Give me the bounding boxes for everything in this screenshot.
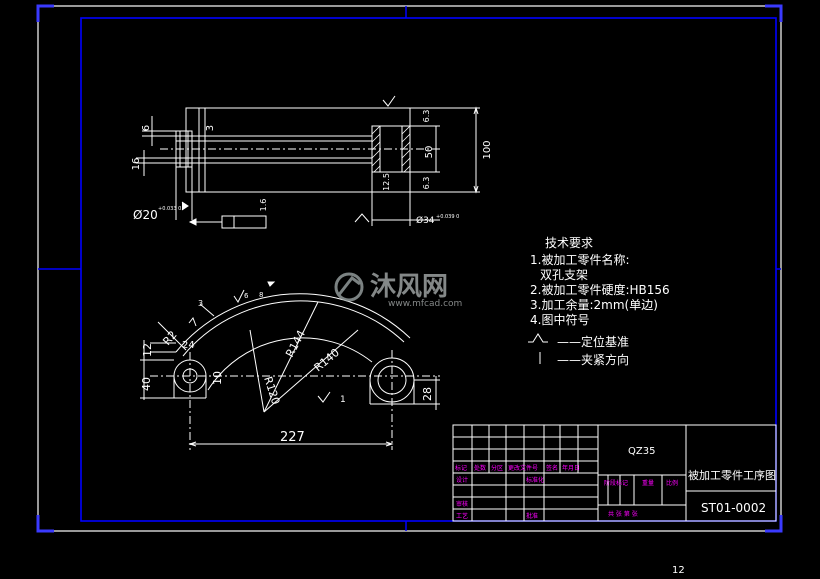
dim-100: 100 [482,140,493,159]
dim-1-6: 1.6 [259,199,268,212]
dim-tol34: +0.039 0 [436,214,459,220]
tech-item-3: 3.加工余量:2mm(单边) [530,297,658,312]
dim-6-3-bottom: 6.3 [422,177,431,190]
hdr-mark: 标记 [455,464,467,472]
dim-227: 227 [280,430,305,445]
watermark-brand: 沐风网 [370,272,448,302]
page-number: 12 [672,565,685,576]
dim-24: 24 [182,340,195,351]
side-view [136,95,480,229]
row-std: 标准化 [526,476,544,484]
dim-6: 6 [141,125,152,131]
scale: 比例 [666,479,678,487]
hdr-change: 更改文件号 [508,464,538,472]
watermark: 沐风网 www.mfcad.com [334,272,462,309]
dim-tol20: +0.033 0 [158,206,181,212]
locate-symbol [528,333,548,343]
tech-item-1: 1.被加工零件名称: [530,252,630,267]
sheets: 共 张 第 张 [608,510,638,518]
row-process: 工艺 [456,512,468,520]
dim-r140: R140 [312,346,342,374]
dim-12: 12 [141,343,154,357]
dim-r144: R144 [283,328,308,359]
tech-item-4: 4.图中符号 [530,312,589,327]
side-view-labels: 6 3 16 6.3 50 100 12.5 6.3 1.6 Ø20 Ø34 +… [131,110,493,226]
dim-12-5: 12.5 [382,173,391,191]
tech-title: 技术要求 [545,236,593,250]
tech-item-2: 2.被加工零件硬度:HB156 [530,282,670,297]
symbol-clamp-text: ——夹紧方向 [557,352,629,367]
dim-r120: R120 [261,375,282,406]
title-block-text: QZ35 被加工零件工序图 ST01-0002 标记 处数 分区 更改文件号 签… [455,446,776,520]
hdr-date: 年月日 [562,464,580,472]
row-approve: 批准 [526,512,538,520]
dim-s2: 8 [259,291,263,299]
dim-3: 3 [205,125,216,131]
dim-16: 16 [131,158,142,171]
hdr-sign: 签名 [546,464,558,472]
dim-28: 28 [421,387,434,401]
material: QZ35 [628,446,655,457]
row-design: 设计 [456,476,468,484]
symbol-locate-text: ——定位基准 [557,334,629,349]
tech-item-1b: 双孔支架 [540,268,588,282]
drawing-number: ST01-0002 [701,501,766,515]
hdr-count: 处数 [474,464,486,472]
stage-mark: 阶段标记 [604,479,628,487]
front-view-labels: R2 12 24 10 40 R120 R144 R140 227 28 1 3… [140,291,434,445]
watermark-url: www.mfcad.com [388,299,462,309]
dim-40: 40 [140,377,153,391]
dim-50: 50 [424,146,435,159]
hdr-zone: 分区 [491,464,503,472]
weight: 重量 [642,479,654,487]
tech-requirements: 技术要求 1.被加工零件名称: 双孔支架 2.被加工零件硬度:HB156 3.加… [528,236,670,367]
sheet-frame [37,5,782,532]
corner-brackets [36,4,783,533]
dim-s1: 6 [244,292,249,300]
dim-dia34: Ø34 [416,215,435,226]
dim-3-arc: 3 [198,299,203,308]
row-check: 审核 [456,500,468,508]
dim-r2: R2 [160,328,179,348]
dim-1: 1 [340,395,346,405]
dim-6-3-top: 6.3 [422,110,431,123]
front-view [140,281,440,450]
drawing-title: 被加工零件工序图 [688,468,776,482]
title-block [452,424,777,522]
dim-dia20: Ø20 [133,208,158,222]
dim-10: 10 [211,371,224,385]
